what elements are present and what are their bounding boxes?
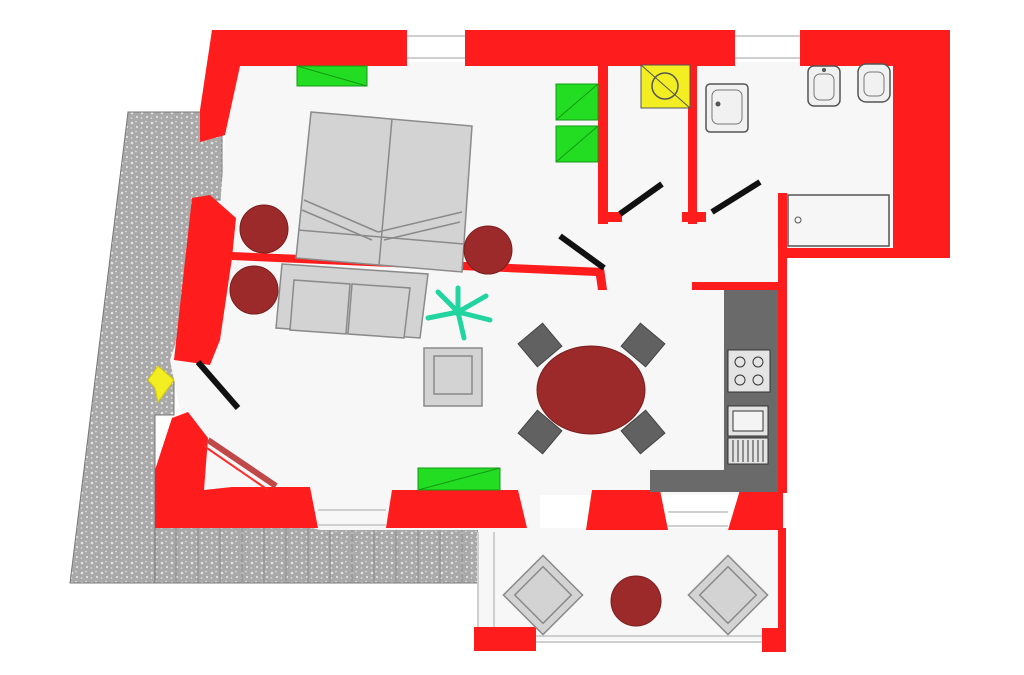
doors[interactable] xyxy=(195,179,762,410)
wall-balcony-right xyxy=(778,528,786,632)
windows xyxy=(318,35,800,643)
wall-bath-left xyxy=(688,64,697,224)
wall-left-upper xyxy=(174,195,236,365)
nightstand-left xyxy=(239,204,289,254)
dish-rack xyxy=(727,437,769,465)
entrance-arrow-icon xyxy=(147,365,175,404)
nightstand-right xyxy=(463,225,513,275)
kitchen-sink xyxy=(727,405,769,437)
french-window-left xyxy=(206,437,278,489)
balcony-furniture xyxy=(502,554,769,636)
balcony-chair-right xyxy=(687,554,769,636)
balcony-chair-left xyxy=(502,554,584,636)
wall-bottom-right2 xyxy=(728,490,783,530)
bathroom-door[interactable] xyxy=(710,179,762,215)
sofa xyxy=(275,263,429,339)
plant-icon xyxy=(425,285,493,341)
wall-closet-left xyxy=(598,64,608,224)
boiler-icon xyxy=(640,64,691,109)
bidet xyxy=(807,65,841,107)
wall-balcony-bottom-left xyxy=(474,627,536,651)
wall-bedroom-partition xyxy=(232,252,607,290)
dining-chair-bottom-left xyxy=(517,409,563,455)
bed-frame xyxy=(295,111,473,273)
terrace-bottom xyxy=(154,526,479,584)
radiator-top xyxy=(296,65,368,87)
radiator-bottom xyxy=(417,467,501,491)
armchair xyxy=(423,347,483,407)
side-table-sofa xyxy=(229,265,279,315)
terrace xyxy=(69,111,479,584)
washbasin xyxy=(705,83,749,133)
wall-kitchen-top xyxy=(692,282,780,290)
closet-door[interactable] xyxy=(618,181,664,217)
toilet xyxy=(857,63,891,103)
kitchen-counter-base xyxy=(650,470,778,492)
wall-bath-foot xyxy=(682,212,706,222)
terrace-side xyxy=(69,111,223,584)
shower-tray xyxy=(787,194,890,247)
double-bed xyxy=(295,111,473,273)
wall-left-top xyxy=(200,30,255,142)
wall-bottom-right1 xyxy=(586,490,668,530)
bedroom-door[interactable] xyxy=(558,233,606,271)
wall-closet-foot xyxy=(598,212,622,222)
wall-top-middle xyxy=(465,30,735,66)
radiator-closet-1 xyxy=(555,83,599,121)
entrance-door[interactable] xyxy=(195,360,241,410)
walls xyxy=(155,30,950,652)
kitchen xyxy=(650,290,778,492)
dining-chair-top-left xyxy=(517,322,563,368)
wall-right-bottom xyxy=(778,248,950,258)
radiators xyxy=(296,65,599,491)
dining-set xyxy=(517,322,666,455)
wall-kitchen-right xyxy=(778,193,787,493)
stove xyxy=(727,349,771,393)
dining-chair-bottom-right xyxy=(620,409,666,455)
radiator-closet-2 xyxy=(555,125,599,163)
bathroom xyxy=(705,63,891,247)
wall-right-block xyxy=(893,30,950,258)
dining-chair-top-right xyxy=(620,322,666,368)
wall-bottom-middle xyxy=(386,490,527,528)
french-window-left-frame xyxy=(203,445,269,491)
dining-table xyxy=(536,345,646,435)
wall-left-lower xyxy=(155,412,318,528)
balcony-table xyxy=(610,575,662,627)
